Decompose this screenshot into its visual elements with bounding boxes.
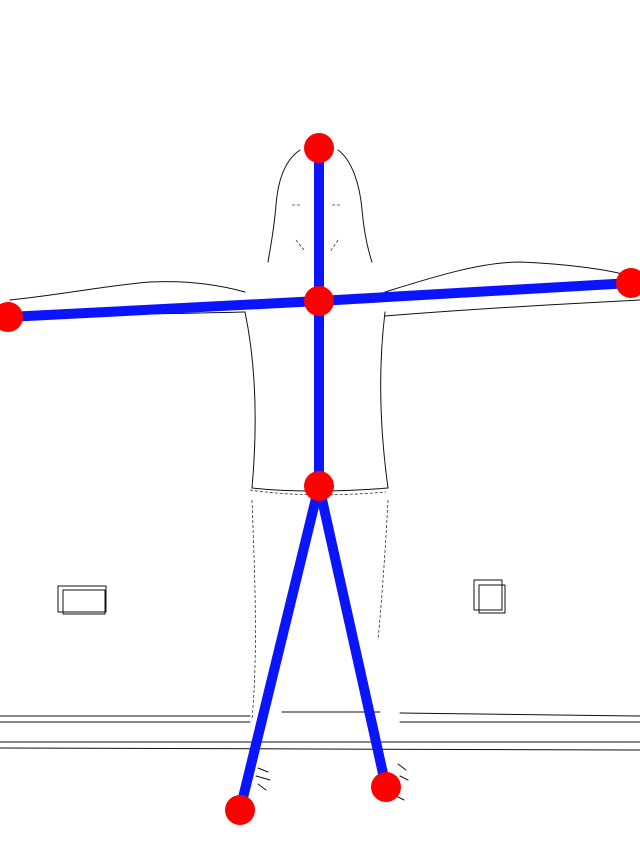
bone-neck-to-right-hand	[318, 278, 632, 306]
baseboard-line-bottom	[0, 741, 640, 751]
wall-outlet-left-inner	[62, 589, 106, 615]
skeleton-joints	[0, 133, 640, 825]
joint-hip	[304, 471, 334, 501]
joint-right-hand	[616, 268, 640, 298]
hair-outline	[267, 149, 373, 263]
bone-hip-to-left-foot	[235, 484, 324, 812]
bone-neck-to-left-hand	[7, 296, 320, 322]
joint-neck	[304, 286, 334, 316]
joint-left-hand	[0, 302, 23, 332]
legs-outline	[251, 499, 389, 721]
joint-right-foot	[371, 772, 401, 802]
joint-left-foot	[225, 795, 255, 825]
left-foot-scribble	[255, 767, 271, 791]
face-detail	[292, 204, 342, 253]
wall-outlet-right-inner	[478, 584, 506, 614]
joint-head	[304, 133, 334, 163]
baseboard-line-top	[0, 711, 640, 717]
bone-hip-to-right-foot	[314, 484, 391, 789]
wall-outlet-right	[473, 579, 503, 611]
skeleton-bones	[7, 148, 632, 812]
edge-sketch-background	[0, 149, 640, 801]
wall-outlet-left	[57, 585, 107, 613]
right-arm-outline	[384, 261, 640, 317]
